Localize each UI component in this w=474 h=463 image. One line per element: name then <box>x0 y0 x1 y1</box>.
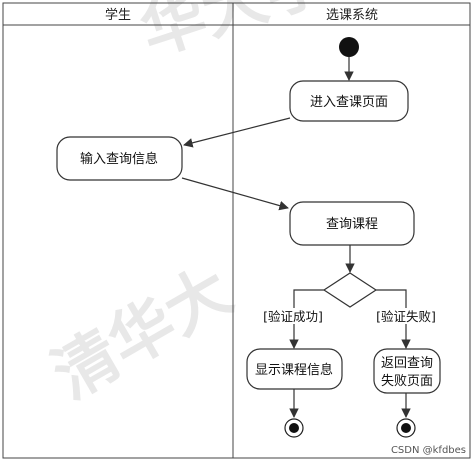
action-query-course-label: 查询课程 <box>326 217 378 232</box>
lane-title-system: 选课系统 <box>326 8 378 23</box>
action-enter-page-label: 进入查课页面 <box>310 95 388 110</box>
edge-decision-fail <box>376 289 411 349</box>
final-node-success <box>284 418 304 438</box>
action-input-query <box>56 136 183 181</box>
swimlane-frame: 学生 选课系统 <box>2 2 471 459</box>
source-credit: CSDN @kfdbes <box>391 445 466 456</box>
guard-success-label: [验证成功] <box>263 309 323 324</box>
edge-input-to-query <box>181 177 289 211</box>
action-return-fail <box>373 348 441 394</box>
action-query-course <box>289 201 415 246</box>
watermark-top: 华大学出版社 <box>132 0 474 70</box>
guard-fail-label: [验证失败] <box>376 309 436 324</box>
action-return-fail-label-line1: 返回查询 <box>381 356 433 371</box>
final-node-fail <box>396 418 416 438</box>
edge-decision-success <box>289 289 324 349</box>
action-enter-page <box>289 80 409 122</box>
action-input-query-label: 输入查询信息 <box>80 151 158 167</box>
swimlane-border <box>2 2 471 459</box>
watermark-bottom: 清华大 <box>41 254 244 414</box>
action-show-course-label: 显示课程信息 <box>255 362 333 378</box>
guard-fail-bg <box>371 308 441 324</box>
edge-enter-to-input <box>183 117 291 148</box>
guard-success-bg <box>258 308 328 324</box>
initial-node <box>339 37 359 57</box>
decision-node <box>322 272 378 308</box>
action-return-fail-label-line2: 失败页面 <box>381 374 433 389</box>
lane-title-student: 学生 <box>105 7 131 23</box>
